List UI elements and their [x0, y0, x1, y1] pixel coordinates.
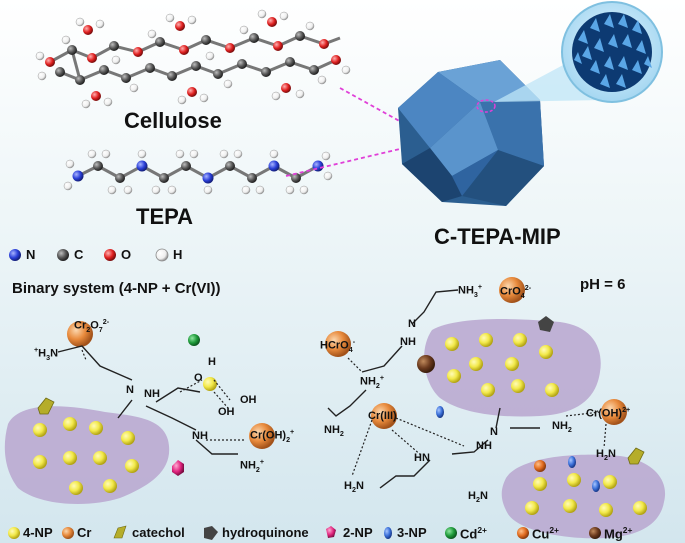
legend-cd: Cd2+	[460, 525, 487, 542]
cellulose-molecule-icon	[35, 9, 351, 109]
hydroquinone-icon	[538, 316, 554, 332]
3-np-icon	[436, 406, 444, 418]
magenta-gem-icon	[326, 526, 336, 538]
catechol-icon	[627, 447, 645, 465]
polymer-blob-lower	[501, 454, 666, 539]
tepa-molecule-icon	[63, 149, 333, 195]
blue-capsule-icon	[384, 527, 392, 539]
legend-2-np: 2-NP	[343, 525, 373, 540]
atom-legend-markers	[9, 248, 169, 262]
nh2-low-label: NH2	[324, 424, 344, 439]
nh-right1-label: NH	[400, 336, 416, 348]
cr-ion-icon	[249, 423, 275, 449]
green-sphere-icon	[445, 527, 457, 539]
dichromate-label: Cr2O72-	[74, 318, 110, 334]
3-np-icon	[568, 456, 576, 468]
atom-legend-h: H	[173, 247, 183, 262]
h2n-right-label: H2N	[344, 480, 364, 495]
h3n-left-label: +H3N	[34, 346, 59, 362]
o-label: O	[194, 372, 203, 384]
cr-ion-icon	[499, 277, 525, 303]
mip-crystal-icon	[398, 60, 544, 206]
n-right2-label: N	[490, 426, 498, 438]
cd-ion-icon	[188, 334, 200, 346]
tepa-connector	[285, 147, 405, 177]
legend-mg: Mg2+	[604, 525, 633, 542]
legend-3-np: 3-NP	[397, 525, 427, 540]
nh3-right-label: NH3+	[458, 283, 483, 299]
hcro4-label: HCrO4-	[320, 338, 356, 354]
oh-label-a: OH	[240, 394, 257, 406]
oxygen-atom-icon	[104, 249, 116, 261]
right-adsorption-scheme	[325, 277, 666, 539]
cr-ion-icon	[325, 331, 351, 357]
orange-sphere-icon	[62, 527, 74, 539]
nitrogen-atom-icon	[9, 249, 21, 261]
nh2-left-label: NH2+	[240, 458, 265, 474]
magnified-surface-lens-icon	[494, 1, 663, 103]
tepa-label: TEPA	[136, 204, 194, 229]
catechol-icon	[37, 397, 55, 415]
nh2-right-label: NH2+	[360, 374, 385, 390]
polymer-blob-left	[4, 406, 170, 504]
orange-red-sphere-icon	[517, 527, 529, 539]
hydrogen-atom-icon	[155, 248, 169, 262]
oh-label-b: OH	[218, 406, 235, 418]
atom-legend-n: N	[26, 247, 36, 262]
n-left-label: N	[126, 384, 134, 396]
yellow-sphere-icon	[8, 527, 20, 539]
cr3-label: Cr(III)	[368, 410, 397, 422]
n-right1-label: N	[408, 318, 416, 330]
cr-ion-icon	[601, 399, 627, 425]
binary-system-label: Binary system (4-NP + Cr(VI))	[12, 280, 221, 297]
cr-ion-icon	[67, 321, 93, 347]
legend-4-np: 4-NP	[23, 525, 53, 540]
legend-cu: Cu2+	[532, 525, 559, 542]
4-np-bound-icon	[203, 377, 217, 391]
legend-catechol: catechol	[132, 525, 185, 540]
olive-hexagon-icon	[113, 525, 127, 539]
2-np-icon	[172, 460, 184, 476]
chromate-label: CrO42-	[500, 284, 532, 300]
dark-hexagon-icon	[204, 526, 218, 540]
legend-hydroquinone: hydroquinone	[222, 525, 309, 540]
nh-left-label: NH	[144, 388, 160, 400]
nh-left2-label: NH	[192, 430, 208, 442]
h2n-right2-label: H2N	[596, 448, 616, 463]
atom-legend-c: C	[74, 247, 84, 262]
nh-right2-label: NH	[476, 440, 492, 452]
carbon-atom-icon	[57, 249, 69, 261]
croh-right-label: Cr(OH)2+	[586, 406, 631, 420]
ph-label: pH = 6	[580, 276, 626, 293]
cellulose-label: Cellulose	[124, 108, 222, 133]
legend-cr: Cr	[77, 525, 92, 540]
nh2-right3-label: NH2	[552, 420, 572, 435]
h2n-right3-label: H2N	[468, 490, 488, 505]
left-adsorption-scheme	[4, 321, 275, 504]
brown-sphere-icon	[589, 527, 601, 539]
cr-ion-icon	[371, 403, 397, 429]
cu-ion-icon	[534, 460, 546, 472]
3-np-icon	[592, 480, 600, 492]
atom-legend-o: O	[121, 247, 132, 262]
h-label: H	[208, 356, 216, 368]
mg-ion-icon	[417, 355, 435, 373]
croh2-label: Cr(OH)2+	[250, 428, 295, 444]
product-label: C-TEPA-MIP	[434, 224, 561, 249]
hn-right-label: HN	[414, 452, 430, 464]
species-legend-markers	[8, 525, 601, 540]
